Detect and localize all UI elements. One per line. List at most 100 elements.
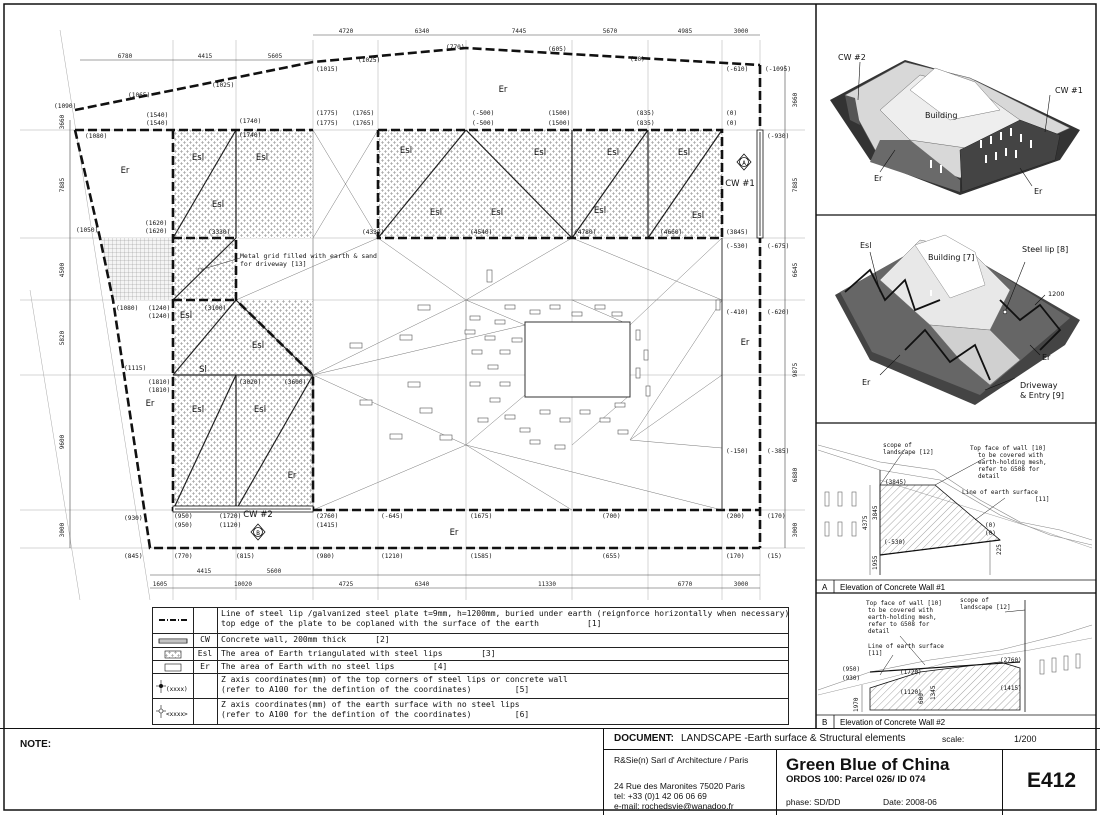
z-coordinate: (-930) [767,133,789,140]
zone-label: Er [450,528,459,538]
steel-lip-line-symbol [153,608,194,633]
dim-bottom: 10020 [234,581,252,588]
zone-label: Esl [607,148,619,158]
view-label: Building [7] [928,253,974,262]
zone-label: Esl [430,208,442,218]
z-coordinate: (0) [726,110,737,117]
dim-top: 3000 [734,28,749,35]
office-address: 24 Rue des Maronites 75020 Paris [614,781,745,791]
view-label: Driveway& Entry [9] [1020,381,1064,400]
zone-label: Esl [400,146,412,156]
view-label: Er [1042,353,1051,362]
dim-left: 9600 [59,434,66,449]
sheet-number: E412 [1026,769,1077,792]
z-coordinate: (1775) [316,110,338,117]
dim-bottom: 6340 [415,581,430,588]
z-coordinate: (835) [636,120,655,127]
z-coordinate: (950) [174,522,193,529]
z-coordinate: (-410) [726,309,748,316]
z-coordinate: (1675) [470,513,492,520]
z-coordinate: (3020) [239,379,261,386]
legend-row: Er The area of Earth with no steel lips … [153,660,788,674]
z-coordinate: (4660) [660,229,682,236]
z-coordinate: (1210) [381,553,403,560]
zone-label: Esl [491,208,503,218]
esl-hatch-symbol [153,648,194,661]
concrete-wall-label: CW #2 [243,510,273,520]
elevation-letter: B [822,718,827,727]
concrete-wall-label: CW #1 [725,179,755,189]
section-marker-b: B [250,523,266,541]
z-coordinate: (980) [316,553,335,560]
office-email: e-mail: rochedsvie@wanadoo.fr [614,801,734,811]
legend-row: CW Concrete wall, 200mm thick [2] [153,633,788,648]
elevation-letter: A [822,583,828,592]
z-coordinate: (1065) [128,92,150,99]
document-label: DOCUMENT: [614,733,674,744]
legend-row: (xxxx) Z axis coordinates(mm) of the top… [153,673,788,699]
dim-top: 4720 [339,28,354,35]
view-label: Er [862,378,871,387]
dim-left: 5820 [59,330,66,345]
office-contact: 24 Rue des Maronites 75020 Paris tel: +3… [614,781,745,811]
dim-top: 6340 [415,28,430,35]
dim-right: 6880 [792,467,799,482]
note-label: NOTE: [20,739,52,750]
z-coordinate: (2760) [316,513,338,520]
dim-left: 3660 [59,114,66,129]
zone-label: Esl [678,148,690,158]
dim-left: 4500 [59,262,66,277]
legend-code [193,608,218,633]
z-coordinate: (-530) [726,243,748,250]
z-coordinate: (1585) [470,553,492,560]
z-coordinate: (-645) [381,513,403,520]
concrete-wall-symbol [153,634,194,648]
dim-top: 5605 [268,53,283,60]
document-title: LANDSCAPE -Earth surface & Structural el… [681,733,906,744]
z-coordinate: (655) [602,553,621,560]
z-coordinate: (10) [630,56,645,63]
view-label: Building [925,111,957,120]
project-parcel: ORDOS 100: Parcel 026/ ID 074 [786,774,926,785]
legend: Line of steel lip /galvanized steel plat… [152,607,789,725]
zone-label: Esl [192,153,204,163]
dim-bottom: 1605 [153,581,168,588]
z-coordinate: (170) [726,553,745,560]
dim-top: 5670 [603,28,618,35]
dim-top: 4985 [678,28,693,35]
z-coordinate: (200) [726,513,745,520]
office-info: R&Sie(n) Sarl d' Architecture / Paris 24… [603,749,777,815]
z-coordinate: (950) [174,513,193,520]
view-label: Steel lip [8] [1022,245,1068,254]
z-coordinate: (-620) [767,309,789,316]
zone-label: Esl [252,341,264,351]
view-label: 1200 [1048,290,1065,298]
zone-label: Er [146,399,155,409]
project-info: Green Blue of China ORDOS 100: Parcel 02… [776,749,1003,815]
zone-label: Esl [212,200,224,210]
legend-code [193,699,218,725]
z-coordinate: (3100) [204,305,226,312]
z-coordinate: (3600) [284,379,306,386]
z-coordinate: (1540) [146,120,168,127]
zone-label: Er [121,166,130,176]
z-coordinate: (845) [124,553,143,560]
zone-label: Er [288,471,297,481]
project-title: Green Blue of China [786,755,950,774]
dim-right: 9875 [792,362,799,377]
svg-text:B: B [256,530,260,537]
dim-left: 3000 [59,522,66,537]
legend-text: Z axis coordinates(mm) of the top corner… [221,675,568,694]
z-coordinate: (1810) [148,387,170,394]
dimension: 1955 [872,555,879,570]
z-coordinate: (-675) [767,243,789,250]
z-coordinate: (4540) [470,229,492,236]
dim-top: 4415 [198,53,213,60]
zone-label: Esl [254,405,266,415]
z-coordinate: (1740) [239,118,261,125]
z-coordinate: (815) [236,553,255,560]
project-phase: phase: SD/DD [786,797,841,807]
